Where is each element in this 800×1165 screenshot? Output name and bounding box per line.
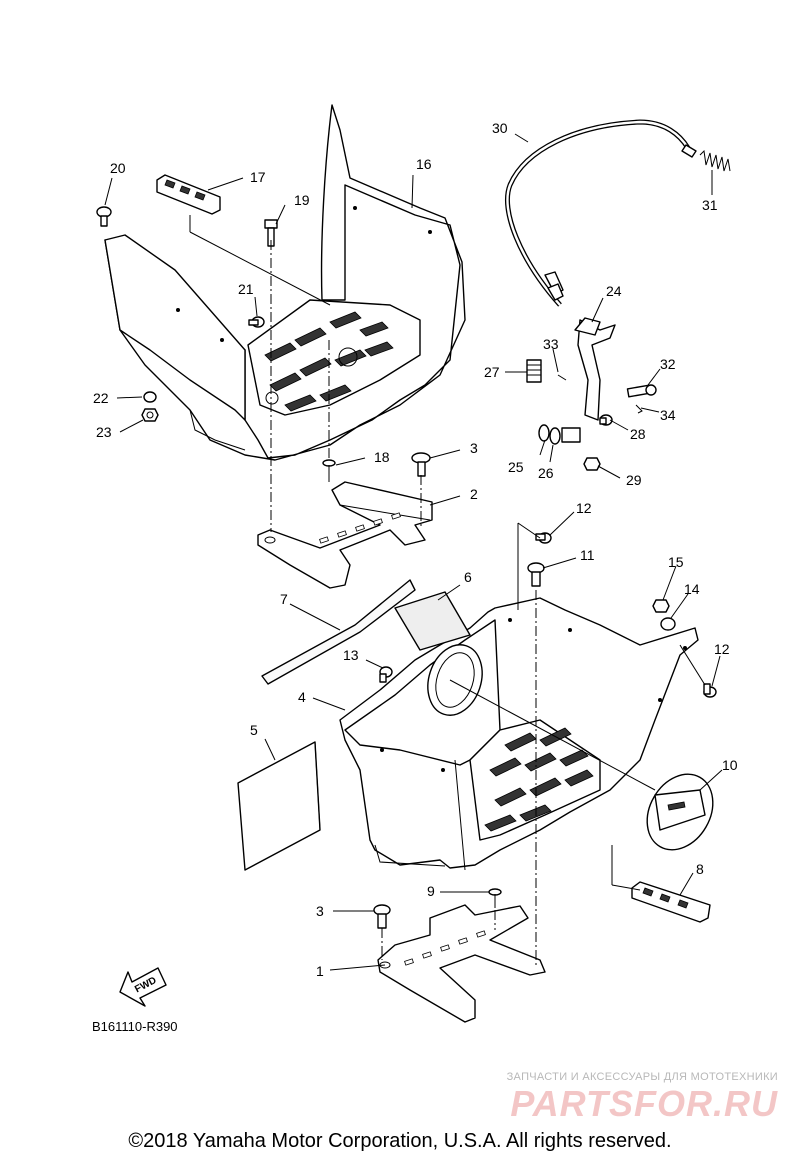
footrest-rubber-8 (631, 881, 711, 923)
collar-25-26 (538, 424, 581, 445)
nut-29 (583, 457, 601, 471)
label-10: 10 (722, 757, 738, 773)
stay-1 (377, 904, 546, 1023)
label-28: 28 (630, 426, 646, 442)
label-7 (261, 579, 416, 685)
label-15: 15 (668, 554, 684, 570)
label-30: 30 (492, 120, 508, 136)
bolt-3-lower (373, 904, 391, 929)
label-23: 23 (96, 424, 112, 440)
leader-lines (104, 133, 723, 971)
label-21: 21 (238, 281, 254, 297)
label-17: 17 (250, 169, 266, 185)
cable-30 (504, 119, 697, 307)
label-26: 26 (538, 465, 554, 481)
label-14: 14 (684, 581, 700, 597)
label-24: 24 (606, 283, 622, 299)
spring-27 (526, 359, 542, 383)
clip-33 (557, 374, 567, 381)
footrest-lower (339, 597, 699, 871)
label-32: 32 (660, 356, 676, 372)
bolt-3-upper (411, 452, 431, 477)
label-12a: 12 (576, 500, 592, 516)
copyright-notice: ©2018 Yamaha Motor Corporation, U.S.A. A… (128, 1130, 672, 1152)
bolt-11 (527, 562, 545, 587)
label-19: 19 (294, 192, 310, 208)
lever-24 (574, 317, 616, 421)
label-8: 8 (696, 861, 704, 877)
label-16: 16 (416, 156, 432, 172)
bolt-20 (96, 206, 112, 227)
label-5: 5 (250, 722, 258, 738)
label-2: 2 (470, 486, 478, 502)
label-18: 18 (374, 449, 390, 465)
label-1: 1 (316, 963, 324, 979)
label-3b: 3 (316, 903, 324, 919)
label-25: 25 (508, 459, 524, 475)
footrest-rubber-17 (156, 174, 221, 215)
stay-2 (257, 481, 433, 589)
label-33: 33 (543, 336, 559, 352)
label-22: 22 (93, 390, 109, 406)
bolt-13 (379, 666, 393, 683)
label-29: 29 (626, 472, 642, 488)
label-5 (237, 741, 321, 871)
label-20: 20 (110, 160, 126, 176)
footrest-upper (104, 104, 466, 461)
label-11: 11 (580, 547, 595, 563)
cotter-34 (635, 404, 643, 414)
label-6: 6 (464, 569, 472, 585)
rivet-9 (488, 888, 502, 908)
label-34: 34 (660, 407, 676, 423)
washer-22 (143, 391, 157, 403)
label-27: 27 (484, 364, 500, 380)
label-31: 31 (702, 197, 718, 213)
label-13: 13 (343, 647, 359, 663)
label-12b: 12 (714, 641, 730, 657)
part-labels: 1 2 3 3 4 5 6 7 8 9 10 11 12 12 13 14 15… (92, 120, 738, 1034)
label-7: 7 (280, 591, 288, 607)
nut-23 (141, 408, 159, 422)
bolt-28 (599, 414, 613, 426)
watermark-text: ЗАПЧАСТИ И АКСЕССУАРЫ ДЛЯ МОТОТЕХНИКИ (506, 1071, 778, 1083)
rivet-18 (322, 459, 336, 482)
label-4: 4 (298, 689, 306, 705)
bolt-12-upper (535, 532, 552, 544)
pin-32 (626, 384, 657, 398)
label-3a: 3 (470, 440, 478, 456)
spring-31 (699, 149, 731, 172)
label-9: 9 (427, 883, 435, 899)
label-6 (394, 591, 471, 651)
diagram-code: B161110-R390 (92, 1019, 178, 1034)
cover-10 (646, 773, 714, 851)
nut-15 (652, 599, 670, 613)
watermark-logo: PARTSFOR.RU (510, 1083, 778, 1124)
alignment-lines (189, 215, 706, 965)
bolt-12-right (703, 683, 717, 698)
bolt-21 (248, 316, 265, 328)
washer-14 (660, 617, 676, 631)
fwd-arrow-icon: FWD (119, 967, 167, 1007)
